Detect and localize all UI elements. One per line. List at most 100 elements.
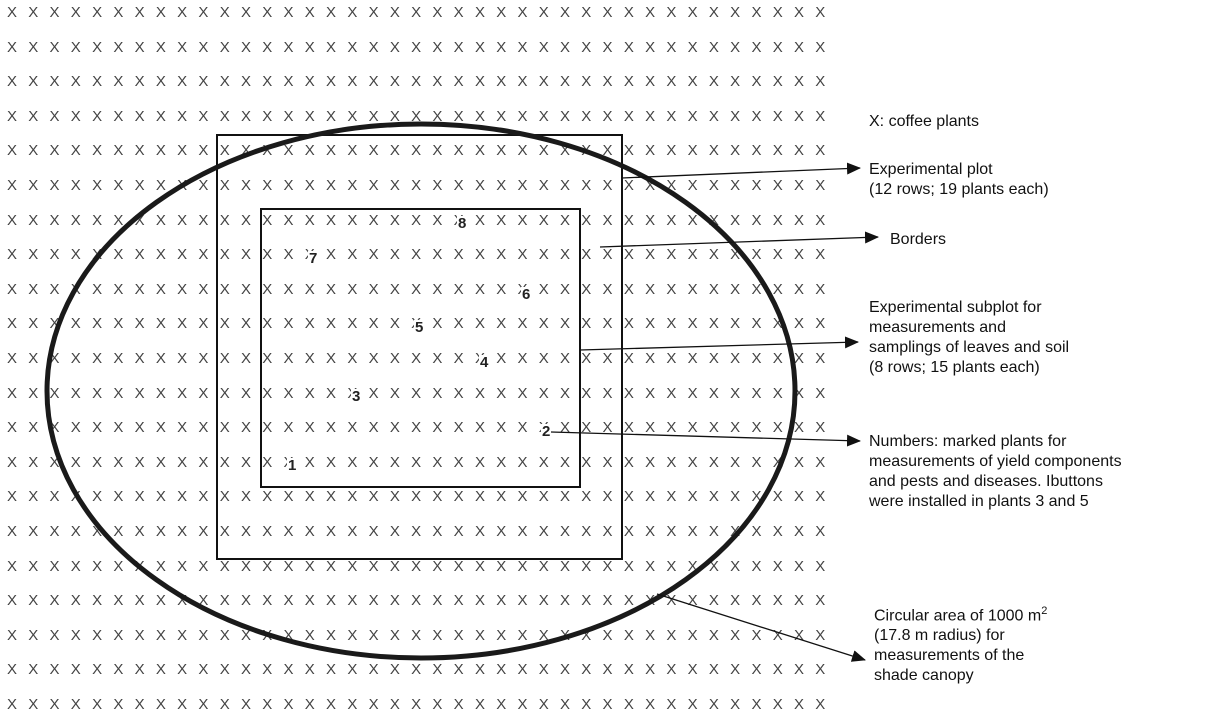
coffee-plant-mark: X (411, 557, 422, 575)
coffee-plant-mark: X (113, 557, 124, 575)
coffee-plant-mark: X (793, 384, 804, 402)
coffee-plant-mark: X (347, 419, 358, 437)
coffee-plant-mark: X (708, 419, 719, 437)
coffee-plant-mark: X (389, 350, 400, 367)
coffee-plant-mark: X (432, 384, 443, 402)
coffee-plant-mark: X (347, 4, 358, 21)
marked-plant-2: 2 (541, 423, 552, 440)
coffee-plant-mark: X (772, 107, 783, 125)
coffee-plant-mark: X (368, 142, 379, 160)
coffee-plant-mark: X (134, 419, 145, 437)
coffee-plant-mark: X (730, 453, 741, 471)
coffee-plant-mark: X (602, 107, 613, 125)
coffee-plant-mark: X (432, 523, 443, 540)
coffee-plant-mark: X (474, 73, 485, 91)
coffee-plant-mark: X (708, 453, 719, 471)
coffee-plant-mark: X (7, 488, 18, 506)
coffee-plant-mark: X (177, 523, 188, 540)
coffee-plant-mark: X (262, 523, 273, 540)
coffee-plant-mark: X (198, 592, 209, 610)
coffee-plant-mark: X (155, 38, 166, 56)
subplot-arrow (579, 336, 859, 351)
coffee-plant-mark: X (368, 419, 379, 437)
coffee-plant-mark: X (602, 592, 613, 610)
coffee-plant-mark: X (645, 350, 656, 367)
coffee-plant-mark: X (793, 557, 804, 575)
coffee-plant-mark: X (347, 177, 358, 194)
coffee-plant-mark: X (326, 488, 337, 506)
coffee-plant-mark: X (793, 107, 804, 125)
coffee-plant-mark: X (411, 4, 422, 21)
coffee-plant-mark: X (240, 453, 251, 471)
coffee-plant-mark: X (645, 107, 656, 125)
coffee-plant-mark: X (177, 211, 188, 229)
coffee-plant-mark: X (7, 315, 18, 333)
coffee-plant-mark: X (113, 38, 124, 56)
coffee-plant-mark: X (772, 177, 783, 194)
coffee-plant-mark: X (92, 4, 103, 21)
coffee-plant-mark: X (304, 626, 315, 644)
coffee-plant-mark: X (474, 142, 485, 160)
coffee-plant-mark: X (347, 453, 358, 471)
coffee-plant-mark: X (155, 315, 166, 333)
coffee-plant-mark: X (28, 211, 39, 229)
coffee-plant-mark: X (602, 696, 613, 713)
coffee-plant-mark: X (240, 592, 251, 610)
coffee-plant-mark: X (70, 177, 81, 194)
coffee-plant-mark: X (645, 557, 656, 575)
coffee-plant-mark: X (113, 419, 124, 437)
coffee-plant-mark: X (326, 384, 337, 402)
coffee-plant-mark: X (92, 211, 103, 229)
coffee-plant-mark: X (602, 4, 613, 21)
numbers-label-line: and pests and diseases. Ibuttons (869, 473, 1103, 490)
coffee-plant-mark: X (687, 592, 698, 610)
coffee-plant-mark: X (432, 211, 443, 229)
coffee-plant-mark: X (793, 315, 804, 333)
coffee-plant-mark: X (560, 177, 571, 194)
coffee-plant-mark: X (517, 4, 528, 21)
coffee-plant-mark: X (49, 177, 60, 194)
coffee-plant-mark: X (645, 419, 656, 437)
coffee-plant-mark: X (49, 626, 60, 644)
coffee-plant-mark: X (815, 592, 826, 610)
coffee-plant-mark: X (411, 350, 422, 367)
coffee-plant-mark: X (389, 557, 400, 575)
coffee-plant-mark: X (28, 177, 39, 194)
coffee-plant-mark: X (815, 38, 826, 56)
coffee-plant-mark: X (70, 315, 81, 333)
coffee-plant-mark: X (730, 246, 741, 264)
coffee-plant-mark: X (262, 73, 273, 91)
coffee-plant-mark: X (453, 315, 464, 333)
coffee-plant-mark: X (240, 73, 251, 91)
coffee-plant-mark: X (219, 142, 230, 160)
coffee-plant-mark: X (815, 177, 826, 194)
coffee-plant-mark: X (708, 350, 719, 367)
coffee-plant-mark: X (368, 384, 379, 402)
coffee-plant-mark: X (474, 557, 485, 575)
coffee-plant-mark: X (560, 73, 571, 91)
coffee-plant-mark: X (155, 384, 166, 402)
coffee-plant-mark: X (92, 661, 103, 679)
coffee-plant-mark: X (708, 73, 719, 91)
coffee-plant-mark: X (326, 453, 337, 471)
coffee-plant-mark: X (666, 211, 677, 229)
coffee-plant-mark: X (560, 315, 571, 333)
coffee-plant-mark: X (219, 488, 230, 506)
coffee-plant-mark: X (708, 384, 719, 402)
coffee-plant-mark: X (389, 384, 400, 402)
coffee-plant-mark: X (219, 246, 230, 264)
coffee-plant-mark: X (687, 280, 698, 298)
coffee-plant-mark: X (28, 38, 39, 56)
coffee-plant-mark: X (411, 177, 422, 194)
coffee-plant-mark: X (581, 107, 592, 125)
coffee-plant-mark: X (751, 453, 762, 471)
coffee-plant-mark: X (7, 419, 18, 437)
coffee-plant-mark: X (28, 350, 39, 367)
coffee-plant-mark: X (28, 107, 39, 125)
coffee-plant-mark: X (602, 453, 613, 471)
coffee-plant-mark: X (304, 38, 315, 56)
coffee-plant-mark: X (538, 177, 549, 194)
coffee-plant-mark: X (581, 280, 592, 298)
marked-plant-1: 1 (287, 457, 298, 474)
coffee-plant-mark: X (219, 626, 230, 644)
